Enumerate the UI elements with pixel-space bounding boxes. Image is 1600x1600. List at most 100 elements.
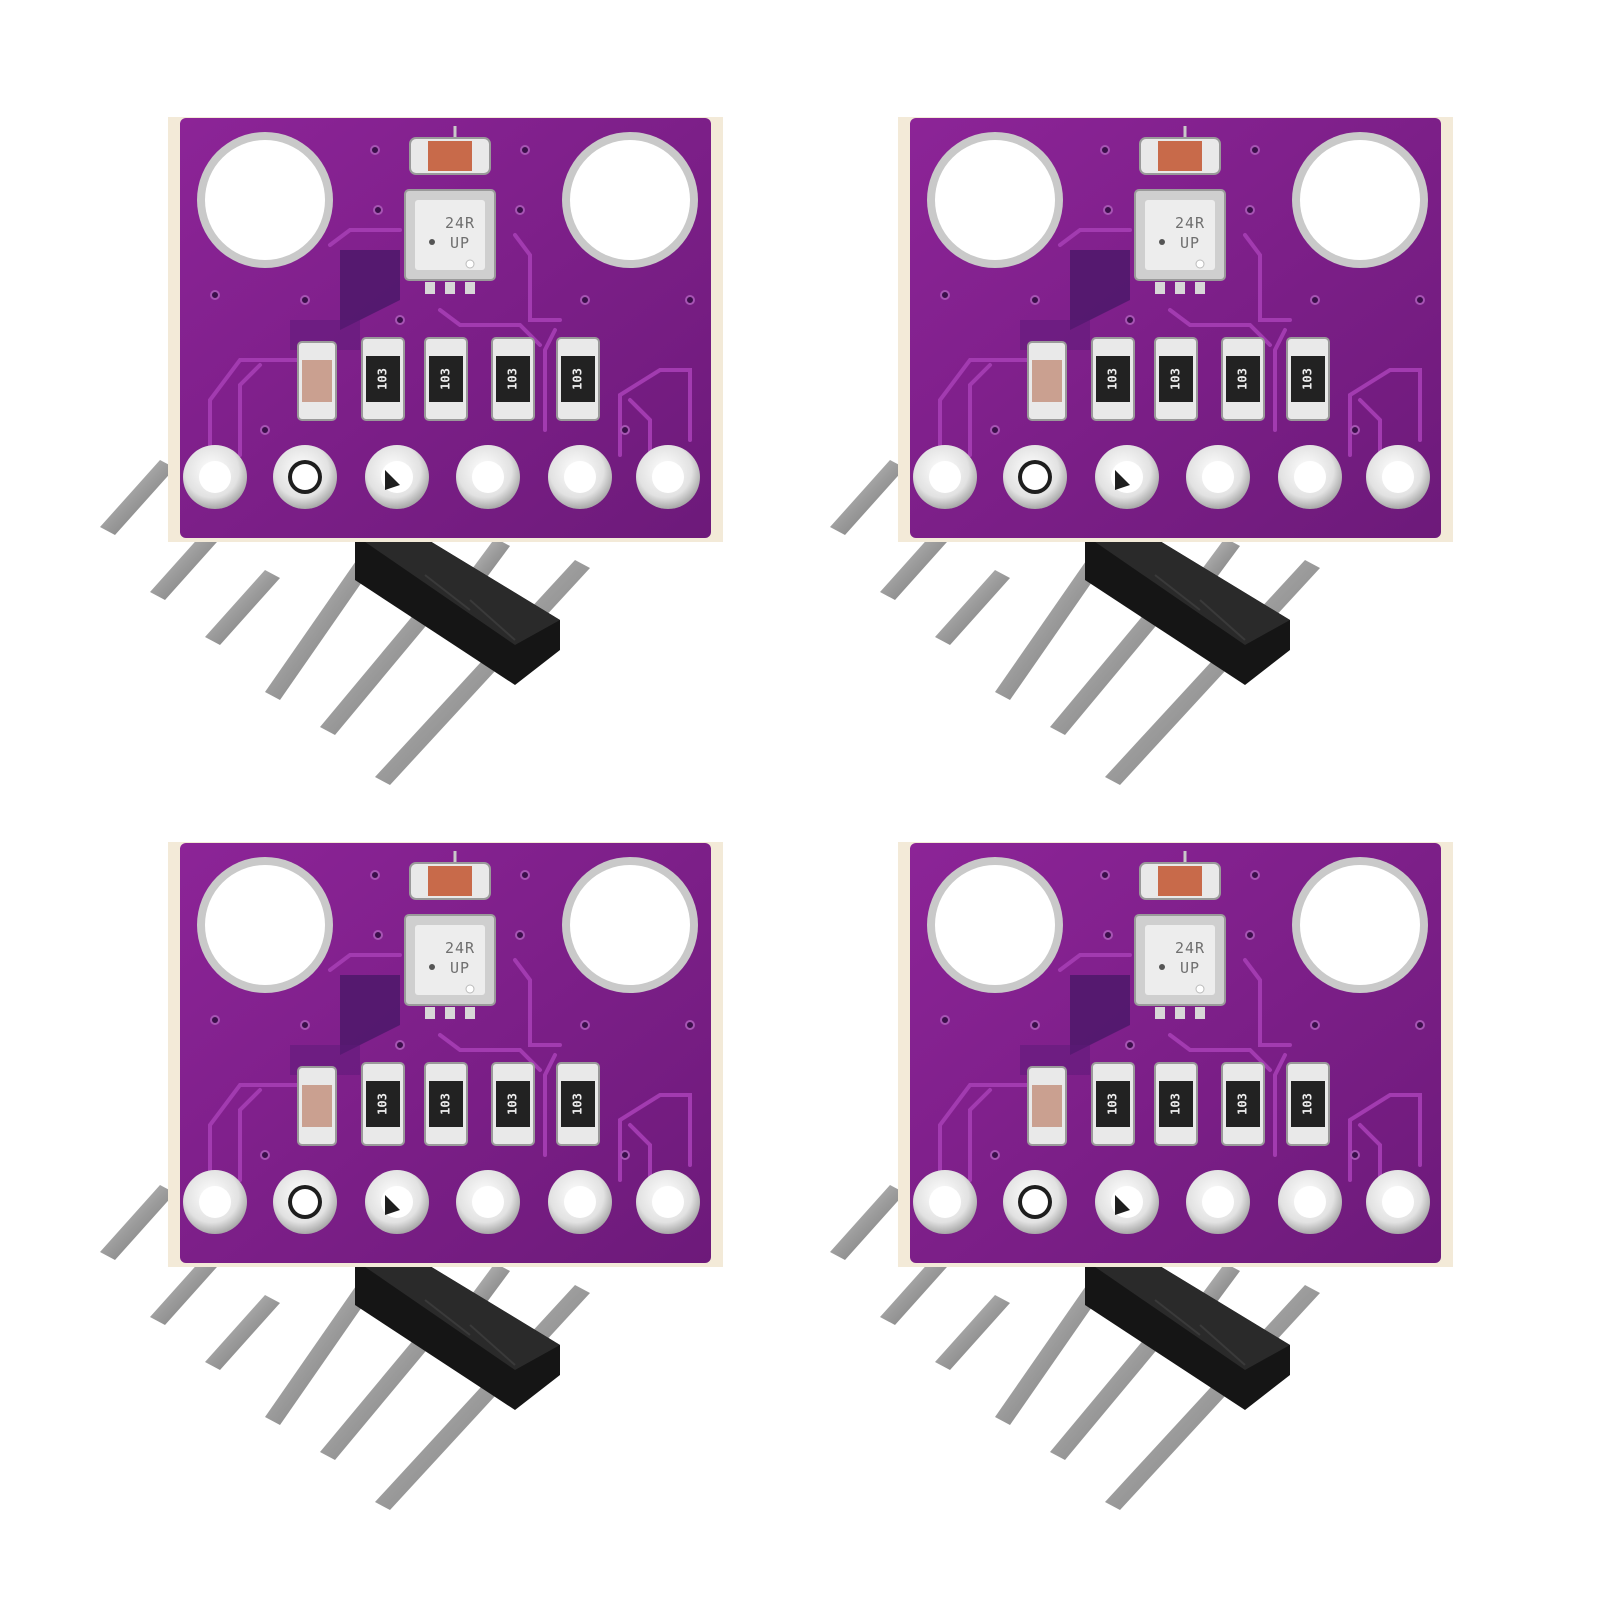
resistor-marking: 103 [1106, 368, 1120, 390]
chip-marking-line1: 24R [445, 214, 475, 232]
capacitor-top [409, 851, 491, 900]
resistor-marking: 103 [1236, 1093, 1250, 1115]
resistor-marking: 103 [506, 368, 520, 390]
resistor-marking: 103 [1169, 368, 1183, 390]
chip-marking-line2: UP [1180, 959, 1200, 977]
resistor-marking: 103 [1301, 368, 1315, 390]
header-pin [150, 525, 225, 600]
sensor-board-drawing: 24R UP 103 103 [100, 117, 723, 785]
resistor: 103 [1154, 1062, 1198, 1146]
capacitor-top [1139, 126, 1221, 175]
sensor-vent-hole [1195, 259, 1205, 269]
vias [940, 870, 1425, 1160]
capacitor-left [297, 1066, 337, 1146]
sensor-vent-hole [1195, 984, 1205, 994]
header-pin [830, 460, 905, 535]
sensor-board-drawing: 24R UP 103 103 [830, 117, 1453, 785]
resistor-marking: 103 [571, 368, 585, 390]
resistor: 103 [1221, 1062, 1265, 1146]
resistor-marking: 103 [571, 1093, 585, 1115]
header-pin [995, 548, 1110, 700]
resistor: 103 [424, 1062, 468, 1146]
mounting-holes [927, 857, 1428, 993]
pcb-traces [208, 913, 692, 1187]
resistor-marking: 103 [1236, 368, 1250, 390]
sensor-board-top-left: 24R UP 103 103 [0, 0, 800, 800]
header-pin [265, 548, 380, 700]
pin1-dot [429, 964, 435, 970]
resistor-marking: 103 [506, 1093, 520, 1115]
header-pin [150, 1250, 225, 1325]
sensor-board-drawing: 24R UP 103 103 [830, 842, 1453, 1510]
header-pin [265, 1273, 380, 1425]
chip-marking-line2: UP [450, 234, 470, 252]
resistor-marking: 103 [439, 1093, 453, 1115]
header-pin [100, 460, 175, 535]
resistor-marking: 103 [376, 1093, 390, 1115]
resistor: 103 [1154, 337, 1198, 421]
pressure-sensor-chip: 24R UP [404, 189, 496, 294]
header-pin [880, 1250, 955, 1325]
resistor: 103 [1286, 1062, 1330, 1146]
capacitor-left [1027, 341, 1067, 421]
header-pin [935, 570, 1010, 645]
mounting-holes [927, 132, 1428, 268]
header-pin [935, 1295, 1010, 1370]
resistor-marking: 103 [1301, 1093, 1315, 1115]
resistor: 103 [1091, 337, 1135, 421]
header-pads [913, 1170, 1430, 1234]
resistor: 103 [1286, 337, 1330, 421]
resistor: 103 [361, 1062, 405, 1146]
sensor-vent-hole [465, 259, 475, 269]
vias [210, 870, 695, 1160]
capacitor-top [409, 126, 491, 175]
pcb: 24R UP 103 103 [168, 117, 723, 542]
chip-marking-line1: 24R [1175, 214, 1205, 232]
pcb: 24R UP 103 103 [898, 117, 1453, 542]
sensor-vent-hole [465, 984, 475, 994]
pin-header-housing [1085, 1260, 1290, 1410]
mounting-holes [197, 857, 698, 993]
pressure-sensor-chip: 24R UP [404, 914, 496, 1019]
chip-marking-line2: UP [450, 959, 470, 977]
header-pads [183, 1170, 700, 1234]
header-pin [100, 1185, 175, 1260]
pcb-traces [938, 188, 1422, 462]
pin1-dot [1159, 964, 1165, 970]
pcb-traces [938, 913, 1422, 1187]
pin-header-housing [355, 535, 560, 685]
pressure-sensor-chip: 24R UP [1134, 189, 1226, 294]
header-pin [830, 1185, 905, 1260]
capacitor-left [297, 341, 337, 421]
chip-marking-line1: 24R [1175, 939, 1205, 957]
chip-marking-line2: UP [1180, 234, 1200, 252]
pcb: 24R UP 103 103 [168, 842, 723, 1267]
resistor-marking: 103 [439, 368, 453, 390]
pin1-dot [1159, 239, 1165, 245]
pin1-dot [429, 239, 435, 245]
sensor-board-bottom-right: 24R UP 103 103 [730, 725, 1530, 1525]
resistor: 103 [556, 1062, 600, 1146]
resistor: 103 [491, 337, 535, 421]
chip-marking-line1: 24R [445, 939, 475, 957]
header-pads [913, 445, 1430, 509]
resistor-marking: 103 [1169, 1093, 1183, 1115]
mounting-holes [197, 132, 698, 268]
pcb: 24R UP 103 103 [898, 842, 1453, 1267]
capacitor-left [1027, 1066, 1067, 1146]
resistor: 103 [424, 337, 468, 421]
resistor: 103 [1091, 1062, 1135, 1146]
vias [210, 145, 695, 435]
pin-header-housing [1085, 535, 1290, 685]
capacitor-top [1139, 851, 1221, 900]
resistor-marking: 103 [1106, 1093, 1120, 1115]
resistor: 103 [491, 1062, 535, 1146]
vias [940, 145, 1425, 435]
sensor-board-drawing: 24R UP 103 103 [100, 842, 723, 1510]
resistor: 103 [1221, 337, 1265, 421]
header-pin [880, 525, 955, 600]
pin-header-housing [355, 1260, 560, 1410]
header-pin [205, 570, 280, 645]
pressure-sensor-chip: 24R UP [1134, 914, 1226, 1019]
